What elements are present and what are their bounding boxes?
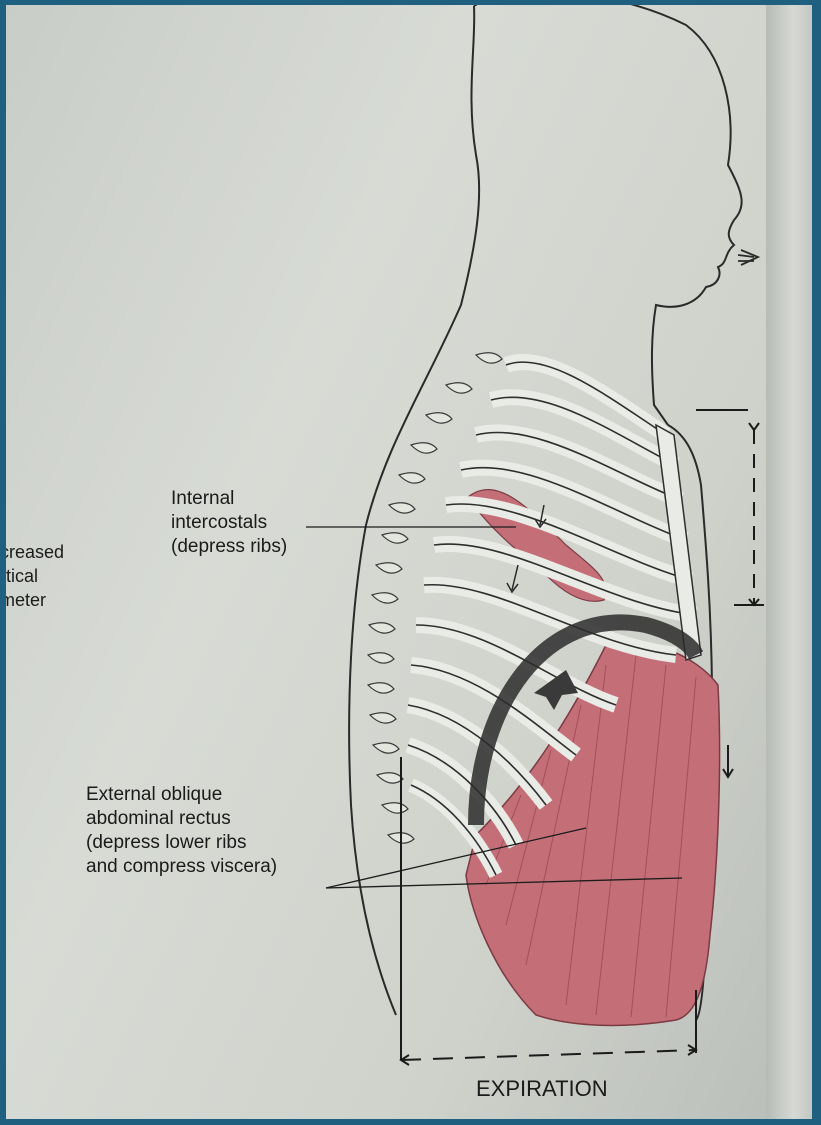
expiration-label: EXPIRATION (476, 1077, 608, 1101)
internal-intercostals-label: Internal intercostals (depress ribs) (171, 487, 287, 559)
expiration-diagram (6, 5, 812, 1119)
exhale-arrow-icon (738, 250, 758, 265)
side-text-fragment: creased rtical meter (6, 540, 64, 612)
textbook-page: Internal intercostals (depress ribs) Ext… (6, 5, 812, 1119)
external-oblique-label: External oblique abdominal rectus (depre… (86, 783, 277, 879)
